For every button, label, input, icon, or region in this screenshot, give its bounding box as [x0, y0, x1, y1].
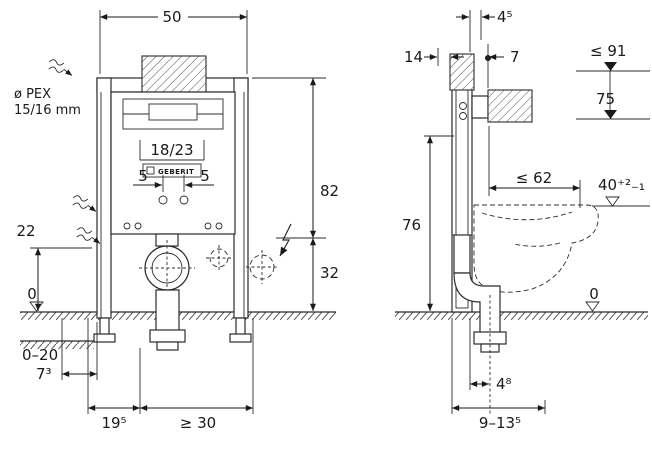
side-view: 4⁵ 14 7 ≤ 91 75 — [395, 8, 650, 432]
datum-0-side: 0 — [585, 285, 600, 312]
level-91-label: ≤ 91 — [590, 42, 626, 60]
level-triangle-icon — [604, 62, 617, 71]
dim-48: 4⁸ — [469, 318, 512, 393]
level-max-91: ≤ 91 — [576, 42, 650, 72]
flush-bend-side — [453, 234, 507, 414]
level-75: 75 — [576, 71, 650, 120]
floor-side — [395, 311, 648, 320]
flush-shaft-hatched — [141, 55, 207, 93]
dim-73: 7³ — [36, 318, 98, 383]
dim-195-label: 19⁵ — [101, 414, 126, 432]
level-triangle-icon — [605, 196, 620, 207]
dim-bolt-offsets: 5 5 — [133, 167, 214, 205]
dim-82-label: 82 — [320, 182, 339, 200]
dim-14: 14 — [404, 48, 464, 66]
dim-7-label: 7 — [510, 48, 520, 66]
pex-line2: 15/16 mm — [14, 103, 81, 118]
dim-7: 7 — [487, 44, 520, 88]
datum-0-front: 0 — [27, 285, 44, 312]
wall-squiggle-icon — [71, 194, 99, 213]
actuator-and-wall — [459, 55, 533, 123]
level-75-label: 75 — [596, 90, 615, 108]
dim-40-label: 40⁺²₋₁ — [598, 176, 645, 194]
pex-line1: ø PEX — [14, 87, 51, 102]
dim-9-135: 9–13⁵ — [451, 318, 546, 432]
datum-0-front-label: 0 — [27, 285, 37, 303]
dim-min-30-label: ≥ 30 — [180, 414, 216, 432]
dim-min-30: ≥ 30 — [140, 318, 254, 432]
lightning-bolt-icon — [279, 223, 292, 257]
dim-22: 22 — [16, 222, 92, 311]
front-view: 0–20 — [14, 8, 339, 432]
dim-plate-size: 18/23 — [139, 140, 205, 161]
dim-9-135-label: 9–13⁵ — [479, 414, 521, 432]
wc-bowl-dashed — [473, 204, 599, 293]
frame-foot-left — [99, 317, 110, 337]
dim-32-label: 32 — [320, 264, 339, 282]
dim-73-label: 7³ — [36, 365, 52, 383]
datum-0-side-label: 0 — [589, 285, 599, 303]
flush-pipe-flange — [139, 233, 195, 298]
dim-seat-height-40: 40⁺²₋₁ — [592, 176, 650, 207]
fixing-bolt-right — [179, 195, 189, 205]
dim-45: 4⁵ — [456, 8, 513, 52]
drain-pipe — [149, 289, 186, 351]
dim-76: 76 — [402, 135, 454, 311]
pex-label: ø PEX 15/16 mm — [14, 87, 81, 118]
offset-right-label: 5 — [200, 167, 210, 185]
dim-195: 19⁵ — [87, 318, 141, 432]
electrical-connection-dashed — [246, 223, 292, 284]
floor-range-label: 0–20 — [22, 346, 58, 364]
offset-left-label: 5 — [138, 167, 148, 185]
level-triangle-icon — [604, 110, 617, 119]
level-triangle-icon — [585, 301, 600, 312]
actuator-plate — [471, 95, 489, 119]
dim-76-label: 76 — [402, 216, 421, 234]
dim-14-label: 14 — [404, 48, 423, 66]
cistern — [110, 91, 236, 235]
dim-62-label: ≤ 62 — [516, 169, 552, 187]
level-triangle-icon — [29, 301, 44, 312]
dim-82: 82 — [252, 77, 339, 238]
dim-50-label: 50 — [162, 8, 181, 26]
plate-size-label: 18/23 — [150, 141, 193, 159]
brand-logo-label: GEBERIT — [158, 168, 194, 176]
brand-logo: GEBERIT — [142, 163, 202, 178]
dim-45-label: 4⁵ — [497, 8, 513, 26]
dim-max-62: ≤ 62 — [488, 126, 581, 208]
fixing-bolt-left — [158, 195, 168, 205]
pex-squiggle-icon — [47, 58, 75, 77]
wall-section-top-hatched — [449, 53, 475, 91]
dim-22-label: 22 — [16, 222, 35, 240]
water-connection-dashed — [206, 245, 232, 271]
dim-width-50: 50 — [99, 8, 248, 74]
wall-section-hatched — [487, 89, 533, 123]
dim-48-label: 4⁸ — [496, 375, 512, 393]
dim-32: 32 — [276, 237, 339, 311]
frame-foot-right — [235, 317, 246, 337]
